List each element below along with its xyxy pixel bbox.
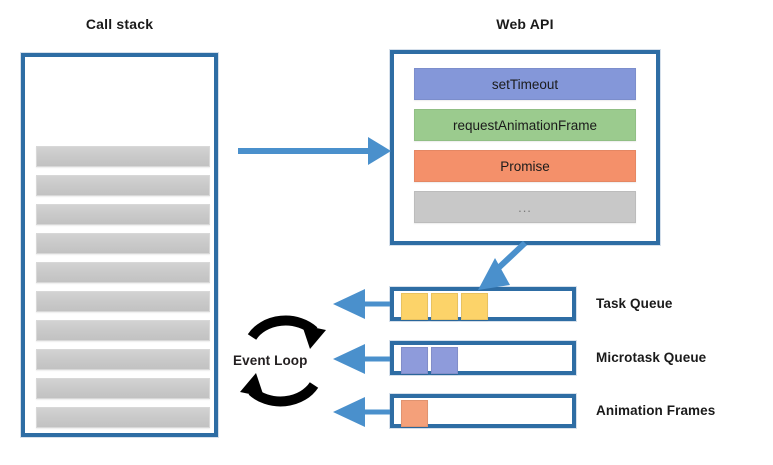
web-api-row-set-timeout: setTimeout [414,68,636,100]
microtask-queue-item [431,347,458,374]
microtask-queue-box [390,341,576,375]
web-api-title: Web API [496,16,554,32]
call-stack-frame [36,320,210,341]
web-api-row-promise: Promise [414,150,636,182]
task-queue-box [390,287,576,321]
animation-frames-queue-box [390,394,576,428]
animation-frames-queue-item [401,400,428,427]
event-loop-label: Event Loop [233,353,308,368]
call-stack-frame [36,233,210,254]
call-stack-title: Call stack [85,16,154,32]
animation-frames-to-event-loop-arrow [333,397,390,427]
task-queue-item [431,293,458,320]
call-stack-frame [36,262,210,283]
call-stack-frame [36,291,210,312]
call-stack-frame [36,407,210,428]
call-stack-frame [36,146,210,167]
call-stack-panel [21,53,218,437]
call-stack-frame [36,349,210,370]
call-stack-to-web-api-arrow [238,137,391,165]
web-api-row-other-apis: ... [414,191,636,223]
task-queue-to-event-loop-arrow [333,289,390,319]
task-queue-label: Task Queue [596,296,673,311]
web-api-row-request-animation-frame: requestAnimationFrame [414,109,636,141]
microtask-queue-to-event-loop-arrow [333,344,390,374]
microtask-queue-label: Microtask Queue [596,350,707,365]
web-api-to-task-queue-arrow [478,240,528,290]
call-stack-frame [36,378,210,399]
call-stack-frame [36,204,210,225]
task-queue-item [401,293,428,320]
microtask-queue-item [401,347,428,374]
call-stack-frame [36,175,210,196]
task-queue-item [461,293,488,320]
animation-frames-queue-label: Animation Frames [596,403,716,418]
